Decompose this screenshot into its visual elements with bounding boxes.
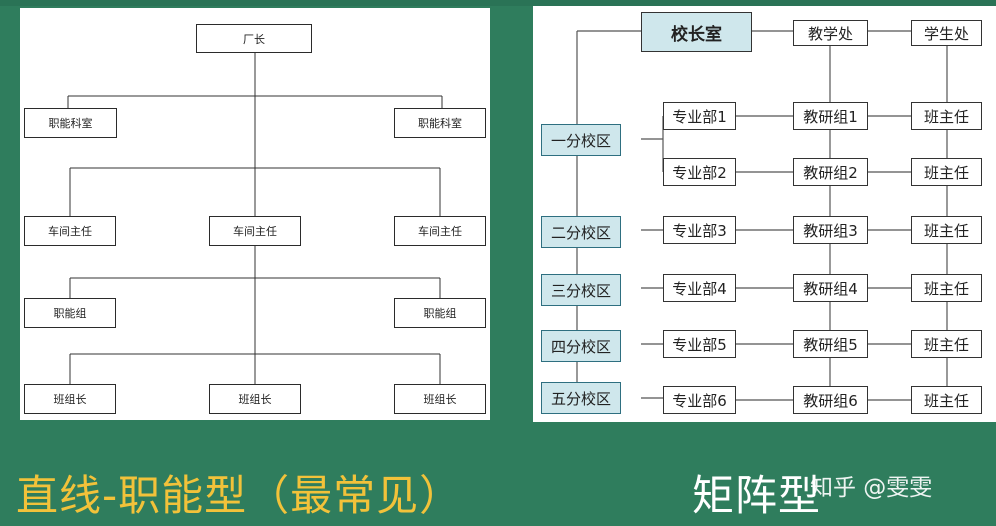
teaching-group-box-1: 教研组1 <box>793 102 868 130</box>
principal-office-box: 校长室 <box>641 12 752 52</box>
workshop-director-box-right: 车间主任 <box>394 216 486 246</box>
department-box-2: 专业部2 <box>663 158 736 186</box>
functional-office-box-right: 职能科室 <box>394 108 486 138</box>
student-office-box: 学生处 <box>911 20 982 46</box>
top-accent-bar <box>0 0 996 6</box>
department-box-4: 专业部4 <box>663 274 736 302</box>
team-leader-box-right: 班组长 <box>394 384 486 414</box>
workshop-director-box-left: 车间主任 <box>24 216 116 246</box>
campus-box-3: 三分校区 <box>541 274 621 306</box>
functional-group-box-right: 职能组 <box>394 298 486 328</box>
head-teacher-box-1: 班主任 <box>911 102 982 130</box>
teaching-group-box-3: 教研组3 <box>793 216 868 244</box>
line-functional-caption: 直线-职能型（最常见） <box>16 471 463 520</box>
campus-box-4: 四分校区 <box>541 330 621 362</box>
head-teacher-box-5: 班主任 <box>911 330 982 358</box>
campus-box-1: 一分校区 <box>541 124 621 156</box>
zhihu-watermark: 知乎 @雯雯 <box>810 475 933 501</box>
academic-office-box: 教学处 <box>793 20 868 46</box>
matrix-caption: 矩阵型 <box>692 471 822 520</box>
department-box-3: 专业部3 <box>663 216 736 244</box>
head-teacher-box-2: 班主任 <box>911 158 982 186</box>
department-box-5: 专业部5 <box>663 330 736 358</box>
campus-box-2: 二分校区 <box>541 216 621 248</box>
team-leader-box-left: 班组长 <box>24 384 116 414</box>
head-teacher-box-3: 班主任 <box>911 216 982 244</box>
teaching-group-box-4: 教研组4 <box>793 274 868 302</box>
department-box-1: 专业部1 <box>663 102 736 130</box>
head-teacher-box-6: 班主任 <box>911 386 982 414</box>
department-box-6: 专业部6 <box>663 386 736 414</box>
line-functional-org-chart: 厂长 职能科室 职能科室 车间主任 车间主任 车间主任 职能组 职能组 班组长 … <box>20 8 490 420</box>
line-functional-connectors <box>67 53 443 386</box>
workshop-director-box-center: 车间主任 <box>209 216 301 246</box>
campus-box-5: 五分校区 <box>541 382 621 414</box>
team-leader-box-center: 班组长 <box>209 384 301 414</box>
head-teacher-box-4: 班主任 <box>911 274 982 302</box>
matrix-org-chart: 校长室 教学处 学生处 一分校区 二分校区 三分校区 四分校区 五分校区 专业部… <box>533 6 996 422</box>
teaching-group-box-5: 教研组5 <box>793 330 868 358</box>
teaching-group-box-2: 教研组2 <box>793 158 868 186</box>
functional-office-box-left: 职能科室 <box>24 108 117 138</box>
teaching-group-box-6: 教研组6 <box>793 386 868 414</box>
functional-group-box-left: 职能组 <box>24 298 116 328</box>
factory-head-box: 厂长 <box>196 24 312 53</box>
